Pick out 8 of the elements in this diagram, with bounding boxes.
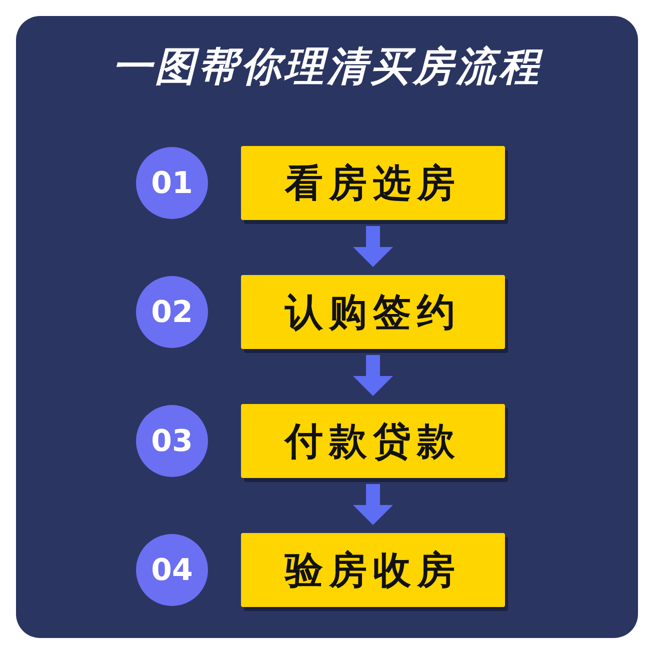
arrow — [353, 355, 393, 396]
step-box: 验房收房 — [241, 533, 505, 607]
arrow — [353, 226, 393, 267]
step-box: 看房选房 — [241, 146, 505, 220]
step-box: 付款贷款 — [241, 404, 505, 478]
step-box: 认购签约 — [241, 275, 505, 349]
title: 一图帮你理清买房流程 — [111, 43, 544, 92]
arrow — [353, 484, 393, 525]
